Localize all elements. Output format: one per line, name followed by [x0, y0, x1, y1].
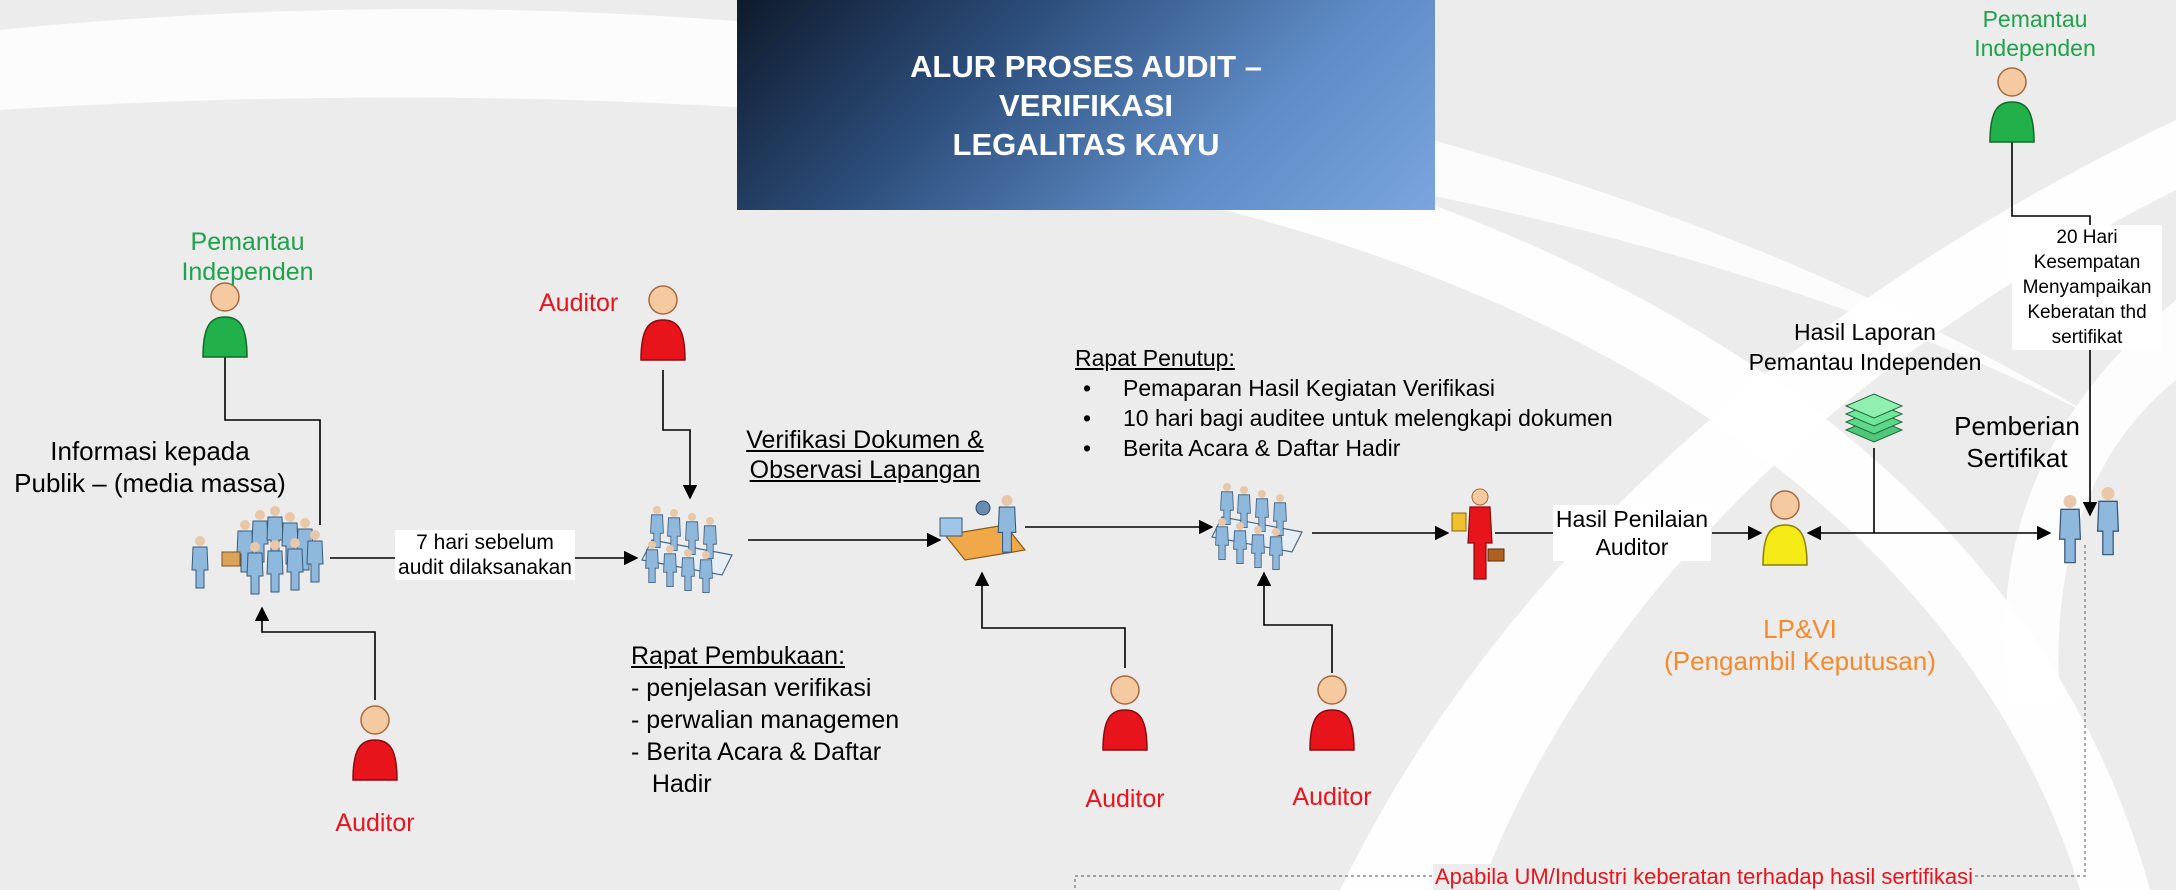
rapat-pembukaan-heading: Rapat Pembukaan:: [631, 642, 846, 670]
pemberian-line-1: Pemberian: [1954, 411, 2080, 441]
seven-days-line-1: 7 hari sebelum: [416, 531, 554, 554]
auditor-top-label: Auditor: [539, 289, 619, 317]
title-line-1: ALUR PROSES AUDIT –: [910, 48, 1262, 84]
verifikasi-dokumen-label: Verifikasi Dokumen & Observasi Lapangan: [735, 425, 995, 485]
auditor-top-icon: [640, 285, 686, 361]
twenty-days-line-5: sertifikat: [2051, 327, 2123, 348]
pemantau-top-right-line-1: Pemantau: [1982, 6, 2088, 32]
seven-days-line-2: audit dilaksanakan: [398, 556, 572, 579]
auditor-bottom-left-label: Auditor: [335, 809, 415, 837]
handshake-icon: [2058, 486, 2120, 564]
twenty-days-line-3: Menyampaikan: [2022, 277, 2152, 298]
hasil-laporan-line-1: Hasil Laporan: [1794, 319, 1936, 345]
auditor-bottom-left-icon: [352, 705, 398, 781]
pemantau-top-right-icon: [1989, 67, 2035, 143]
pemantau-left-label: Pemantau Independen: [175, 227, 320, 287]
rapat-penutup-item: Berita Acara & Daftar Hadir: [1075, 433, 1695, 463]
document-stack-icon: [1844, 393, 1904, 443]
title-line-3: LEGALITAS KAYU: [952, 126, 1220, 162]
pemantau-left-icon: [202, 282, 248, 358]
hasil-penilaian-line-1: Hasil Penilaian: [1555, 506, 1709, 532]
rapat-pembukaan-item: - penjelasan verifikasi: [631, 674, 872, 702]
rapat-pembukaan-item: - Berita Acara & Daftar: [631, 738, 882, 766]
hasil-laporan-label: Hasil Laporan Pemantau Independen: [1735, 317, 1995, 377]
seven-days-note: 7 hari sebelum audit dilaksanakan: [395, 530, 575, 580]
auditor-right-bottom-label: Auditor: [1292, 783, 1372, 811]
diagram-title: ALUR PROSES AUDIT – VERIFIKASI LEGALITAS…: [737, 0, 1435, 210]
worker-station-icon: [939, 494, 1027, 561]
rapat-penutup-item: 10 hari bagi auditee untuk melengkapi do…: [1075, 403, 1695, 433]
twenty-days-line-2: Kesempatan: [2033, 252, 2141, 273]
hasil-penilaian-line-2: Auditor: [1595, 534, 1669, 560]
verifikasi-line-1: Verifikasi Dokumen &: [746, 426, 984, 454]
rapat-penutup-block: Rapat Penutup: Pemaparan Hasil Kegiatan …: [1075, 343, 1695, 463]
meeting-table-2-icon: [1211, 482, 1303, 570]
auditor-right-bottom-icon: [1309, 675, 1355, 751]
meeting-table-1-icon: [641, 505, 733, 593]
verifikasi-line-2: Observasi Lapangan: [749, 456, 981, 484]
pemberian-line-2: Sertifikat: [1966, 443, 2068, 473]
title-line-2: VERIFIKASI: [999, 87, 1173, 123]
twenty-days-note: 20 Hari Kesempatan Menyampaikan Keberata…: [2012, 225, 2162, 350]
group-people-icon: [191, 505, 324, 595]
pemantau-top-right-line-2: Independen: [1974, 35, 2096, 61]
businessman-briefcase-icon: [1451, 488, 1505, 580]
informasi-line-1: Informasi kepada: [50, 436, 250, 466]
twenty-days-line-4: Keberatan thd: [2027, 302, 2147, 323]
pemantau-left-line-1: Pemantau: [190, 228, 305, 256]
twenty-days-line-1: 20 Hari: [2056, 227, 2118, 248]
apabila-keberatan-note: Apabila UM/Industri keberatan terhadap h…: [1433, 864, 1976, 890]
lpvi-label: LP&VI (Pengambil Keputusan): [1650, 613, 1950, 677]
pemberian-sertifikat-label: Pemberian Sertifikat: [1942, 410, 2092, 474]
hasil-penilaian-note: Hasil Penilaian Auditor: [1553, 505, 1711, 561]
informasi-line-2: Publik – (media massa): [14, 468, 286, 498]
rapat-penutup-heading: Rapat Penutup:: [1075, 345, 1235, 371]
auditor-mid-bottom-icon: [1102, 675, 1148, 751]
rapat-pembukaan-item: - perwalian managemen: [631, 706, 900, 734]
rapat-penutup-list: Pemaparan Hasil Kegiatan Verifikasi 10 h…: [1075, 373, 1695, 463]
lpvi-line-1: LP&VI: [1763, 614, 1837, 644]
rapat-pembukaan-item: Hadir: [631, 770, 712, 798]
lpvi-decision-maker-icon: [1762, 490, 1808, 566]
pemantau-left-line-2: Independen: [181, 258, 314, 286]
hasil-laporan-line-2: Pemantau Independen: [1748, 349, 1982, 375]
pemantau-top-right-label: Pemantau Independen: [1960, 5, 2110, 63]
rapat-penutup-item: Pemaparan Hasil Kegiatan Verifikasi: [1075, 373, 1695, 403]
rapat-pembukaan-block: Rapat Pembukaan: - penjelasan verifikasi…: [631, 640, 931, 800]
informasi-publik-label: Informasi kepada Publik – (media massa): [5, 435, 295, 499]
lpvi-line-2: (Pengambil Keputusan): [1664, 646, 1936, 676]
auditor-mid-bottom-label: Auditor: [1085, 785, 1165, 813]
